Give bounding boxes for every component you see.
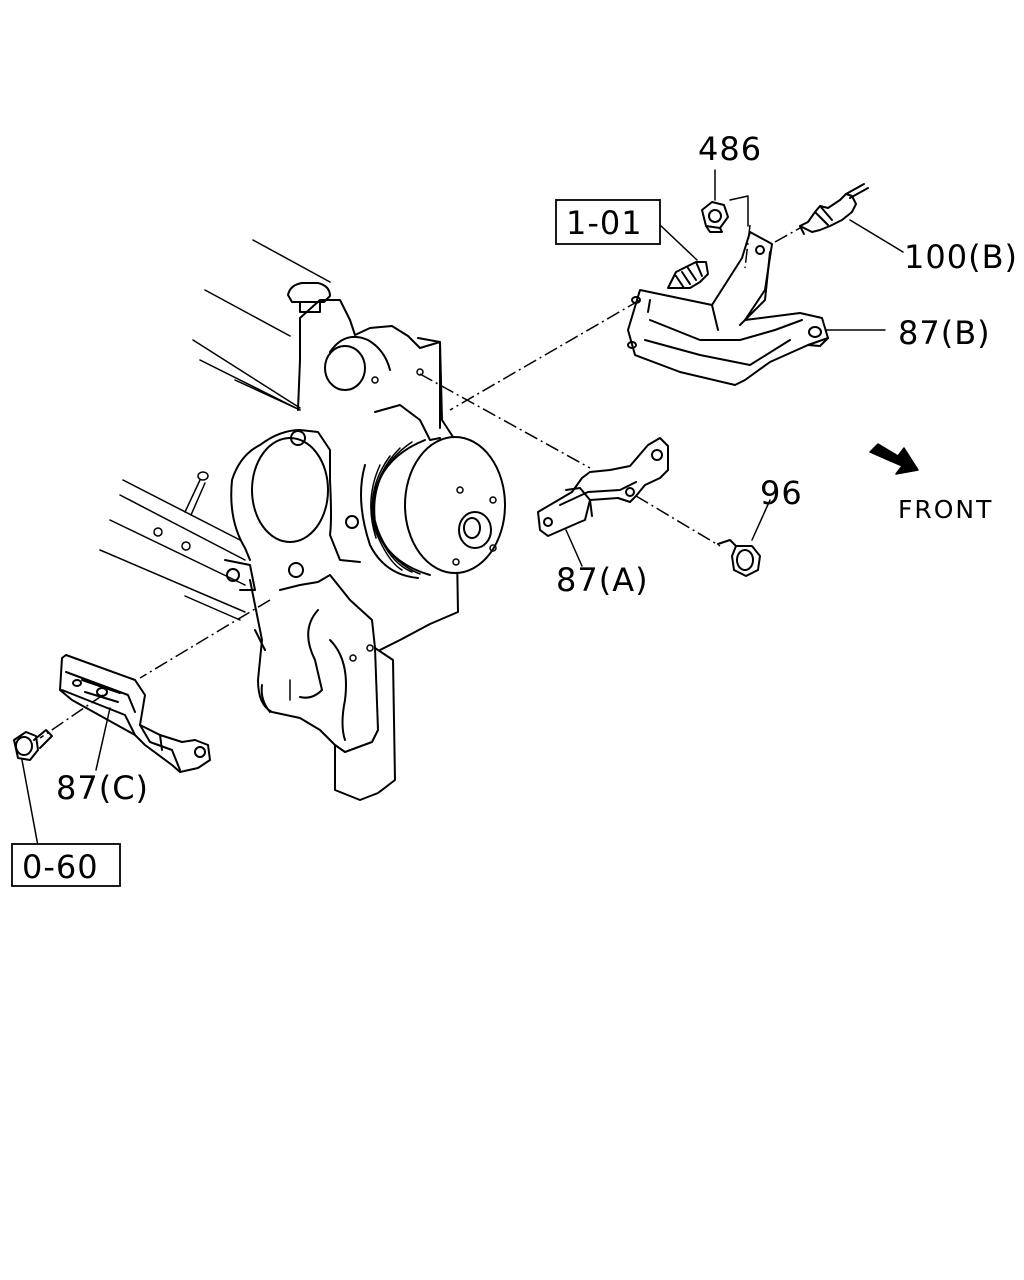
bolt-1-01	[667, 261, 709, 289]
ref-box-1-01	[555, 199, 661, 245]
callout-ref-1-01: 1-01	[566, 204, 643, 242]
water-pump-pulley	[360, 436, 506, 579]
bracket-87c	[59, 654, 211, 773]
ref-box-0-60	[11, 843, 121, 887]
callout-486: 486	[698, 130, 762, 168]
bolt-0-60	[13, 729, 53, 761]
valve-100b	[799, 183, 869, 235]
bracket-87a	[537, 437, 669, 537]
callout-87c: 87(C)	[56, 769, 149, 807]
assembly-lines	[39, 224, 801, 739]
callout-87b: 87(B)	[898, 314, 991, 352]
callout-87a: 87(A)	[556, 561, 649, 599]
front-label: FRONT	[898, 495, 993, 524]
front-arrow-icon	[869, 443, 919, 475]
bolt-96	[717, 539, 761, 577]
nut-486	[701, 201, 729, 233]
callout-96: 96	[760, 474, 803, 512]
callout-100b: 100(B)	[904, 238, 1018, 276]
leader-lines	[21, 169, 904, 847]
callout-ref-0-60: 0-60	[22, 848, 99, 886]
bracket-87b	[627, 231, 829, 386]
engine-block	[99, 239, 459, 801]
